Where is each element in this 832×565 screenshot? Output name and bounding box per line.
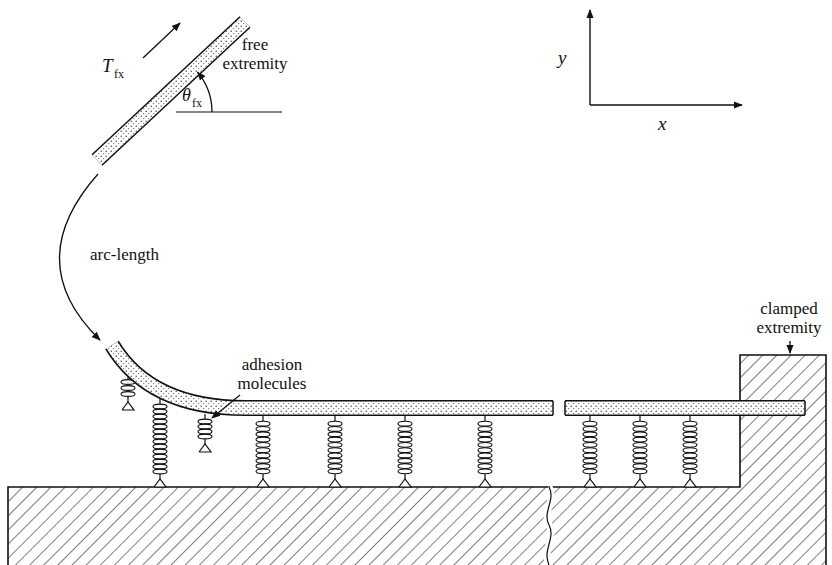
annotation: free extremity <box>214 36 296 73</box>
angle-symbol: θ <box>182 86 191 106</box>
beam-end <box>552 401 554 415</box>
subscript: fx <box>114 68 124 81</box>
free-extremity-segment <box>97 22 245 160</box>
beam-end <box>564 401 566 415</box>
spring <box>198 414 212 452</box>
spring <box>583 416 597 487</box>
spring <box>633 416 647 487</box>
break-line <box>547 487 551 565</box>
spring <box>256 416 270 487</box>
annotation: arc-length <box>90 246 159 265</box>
spring <box>153 399 167 487</box>
break-gap <box>547 487 551 565</box>
annotation: adhesion molecules <box>226 356 318 393</box>
force-symbol: T <box>102 56 113 77</box>
y-axis <box>589 10 590 105</box>
subscript: fx <box>192 97 202 110</box>
beam-end <box>804 401 806 415</box>
cell-membrane <box>565 408 805 409</box>
reference-line <box>176 111 282 112</box>
axis-label: y <box>558 48 566 69</box>
spring <box>398 416 412 487</box>
annotation: clamped extremity <box>750 300 828 337</box>
x-axis <box>590 104 742 105</box>
spring <box>478 416 492 487</box>
leader-arrow <box>212 395 240 418</box>
cell-membrane <box>112 345 553 408</box>
spring <box>328 416 342 487</box>
substrate <box>8 355 826 565</box>
tension-arrow <box>143 23 180 58</box>
substrate-outline <box>8 355 826 565</box>
leader-arrow <box>789 341 790 353</box>
axis-label: x <box>658 114 666 135</box>
spring <box>683 416 697 487</box>
